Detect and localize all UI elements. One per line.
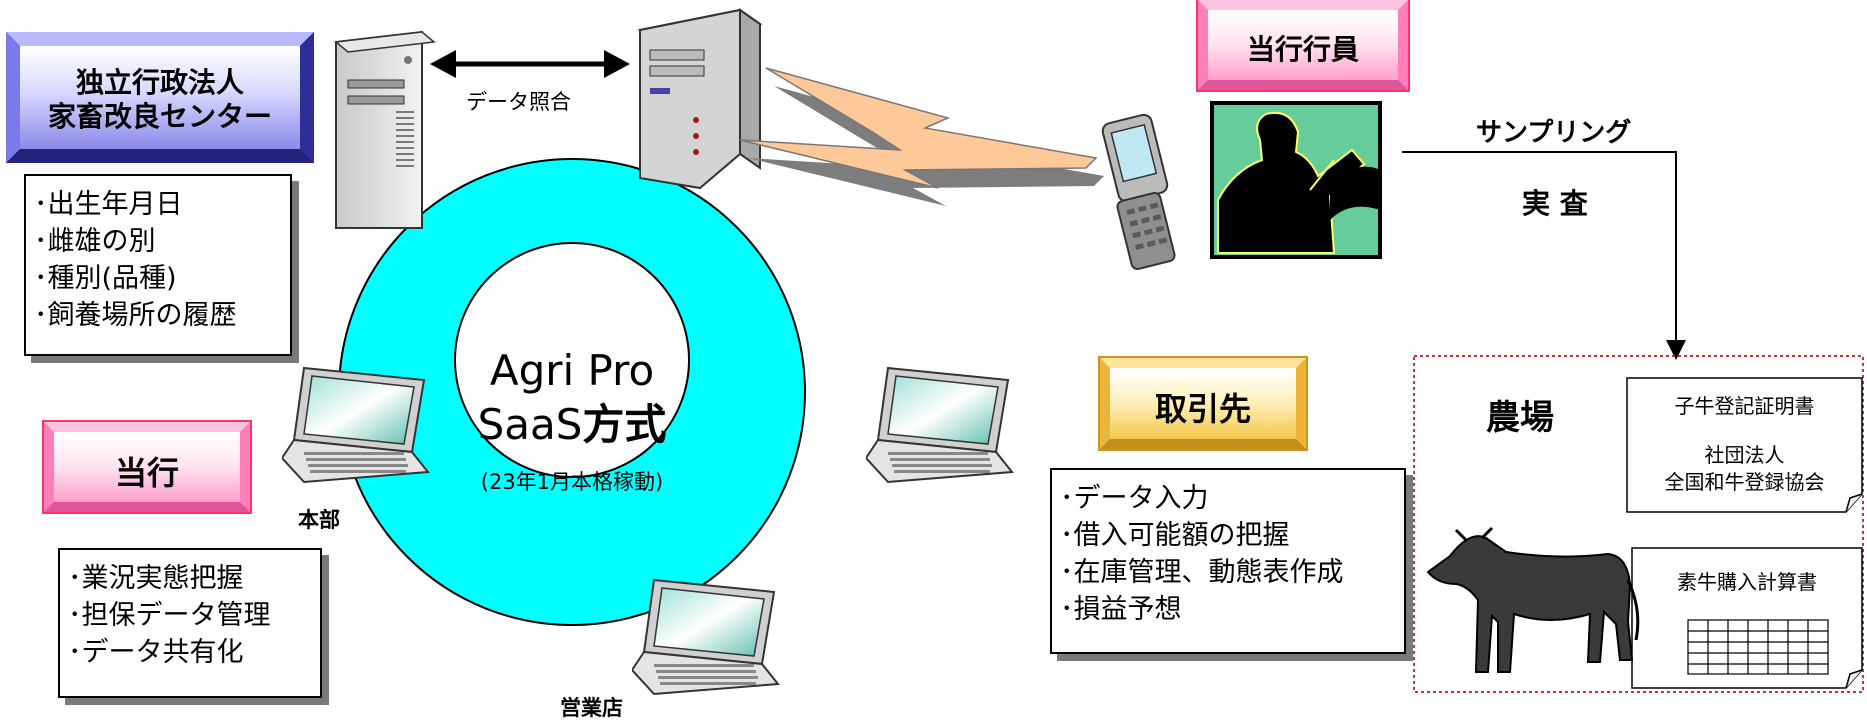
farm-title: 農場 xyxy=(1486,398,1554,438)
staff-title-box xyxy=(1196,0,1410,92)
wireless-bolt xyxy=(739,67,1104,206)
list-item: ･データ入力 xyxy=(1060,483,1209,514)
agency-server-icon xyxy=(334,30,436,229)
agency-attributes-box xyxy=(24,174,292,356)
client-uses-box xyxy=(1050,468,1406,654)
central-server-icon xyxy=(637,8,763,190)
registration-org-line2: 全国和牛登録協会 xyxy=(1664,470,1825,494)
agency-title-line2: 家畜改良センター xyxy=(47,100,272,133)
center-line2-suffix: 方式 xyxy=(582,400,667,449)
agency-attributes-list: ･出生年月日 ･雌雄の別 ･種別(品種) ･飼養場所の履歴 xyxy=(34,186,237,334)
staff-title: 当行行員 xyxy=(1246,33,1359,66)
hq-laptop-icon xyxy=(282,366,430,484)
agency-title: 独立行政法人 家畜改良センター xyxy=(20,66,300,134)
cow-icon xyxy=(1426,526,1640,673)
mobile-phone-icon xyxy=(1101,113,1176,271)
client-title: 取引先 xyxy=(1154,390,1251,428)
sampling-arrow xyxy=(1402,151,1686,360)
client-title-box xyxy=(1098,356,1308,451)
list-item: ･データ共有化 xyxy=(68,637,244,668)
list-item: ･種別(品種) xyxy=(34,263,177,294)
data-match-arrow xyxy=(430,50,630,78)
bank-title-box xyxy=(42,420,252,514)
registration-document-icon xyxy=(1626,377,1863,513)
purchase-statement-icon xyxy=(1631,547,1863,689)
inspection-label: 実 査 xyxy=(1522,187,1588,220)
list-item: ･雌雄の別 xyxy=(34,226,156,257)
list-item: ･損益予想 xyxy=(1060,594,1182,625)
bank-uses-box xyxy=(58,548,322,698)
sampling-label: サンプリング xyxy=(1476,118,1632,148)
list-item: ･担保データ管理 xyxy=(68,600,271,631)
registration-org-line1: 社団法人 xyxy=(1704,443,1785,467)
bank-uses-list: ･業況実態把握 ･担保データ管理 ･データ共有化 xyxy=(68,560,271,671)
list-item: ･出生年月日 xyxy=(34,189,183,220)
list-item: ･飼養場所の履歴 xyxy=(34,300,237,331)
hq-label: 本部 xyxy=(298,508,340,532)
branch-laptop-icon xyxy=(632,578,780,696)
list-item: ･業況実態把握 xyxy=(68,563,244,594)
registration-document-title: 子牛登記証明書 xyxy=(1674,394,1815,418)
purchase-statement-title: 素牛購入計算書 xyxy=(1677,570,1817,594)
data-match-label: データ照合 xyxy=(466,90,571,114)
center-line3: (23年1月本格稼動) xyxy=(480,470,664,494)
list-item: ･借入可能額の把握 xyxy=(1060,520,1290,551)
center-line2-prefix: SaaS xyxy=(477,400,583,449)
center-line1: Agri Pro xyxy=(489,346,655,395)
client-uses-list: ･データ入力 ･借入可能額の把握 ･在庫管理、動態表作成 ･損益予想 xyxy=(1060,480,1344,628)
agency-title-box xyxy=(6,32,314,163)
registration-document-org: 社団法人 全国和牛登録協会 xyxy=(1627,442,1862,496)
agency-title-line1: 独立行政法人 xyxy=(75,66,244,99)
saas-center xyxy=(454,242,690,478)
bank-title: 当行 xyxy=(114,454,179,492)
center-line2: SaaS方式 xyxy=(456,402,688,448)
list-item: ･在庫管理、動態表作成 xyxy=(1060,557,1344,588)
branch-label: 営業店 xyxy=(560,696,623,720)
farm-border xyxy=(1413,355,1864,693)
client-laptop-icon xyxy=(866,366,1014,484)
inspector-icon xyxy=(1210,101,1382,259)
